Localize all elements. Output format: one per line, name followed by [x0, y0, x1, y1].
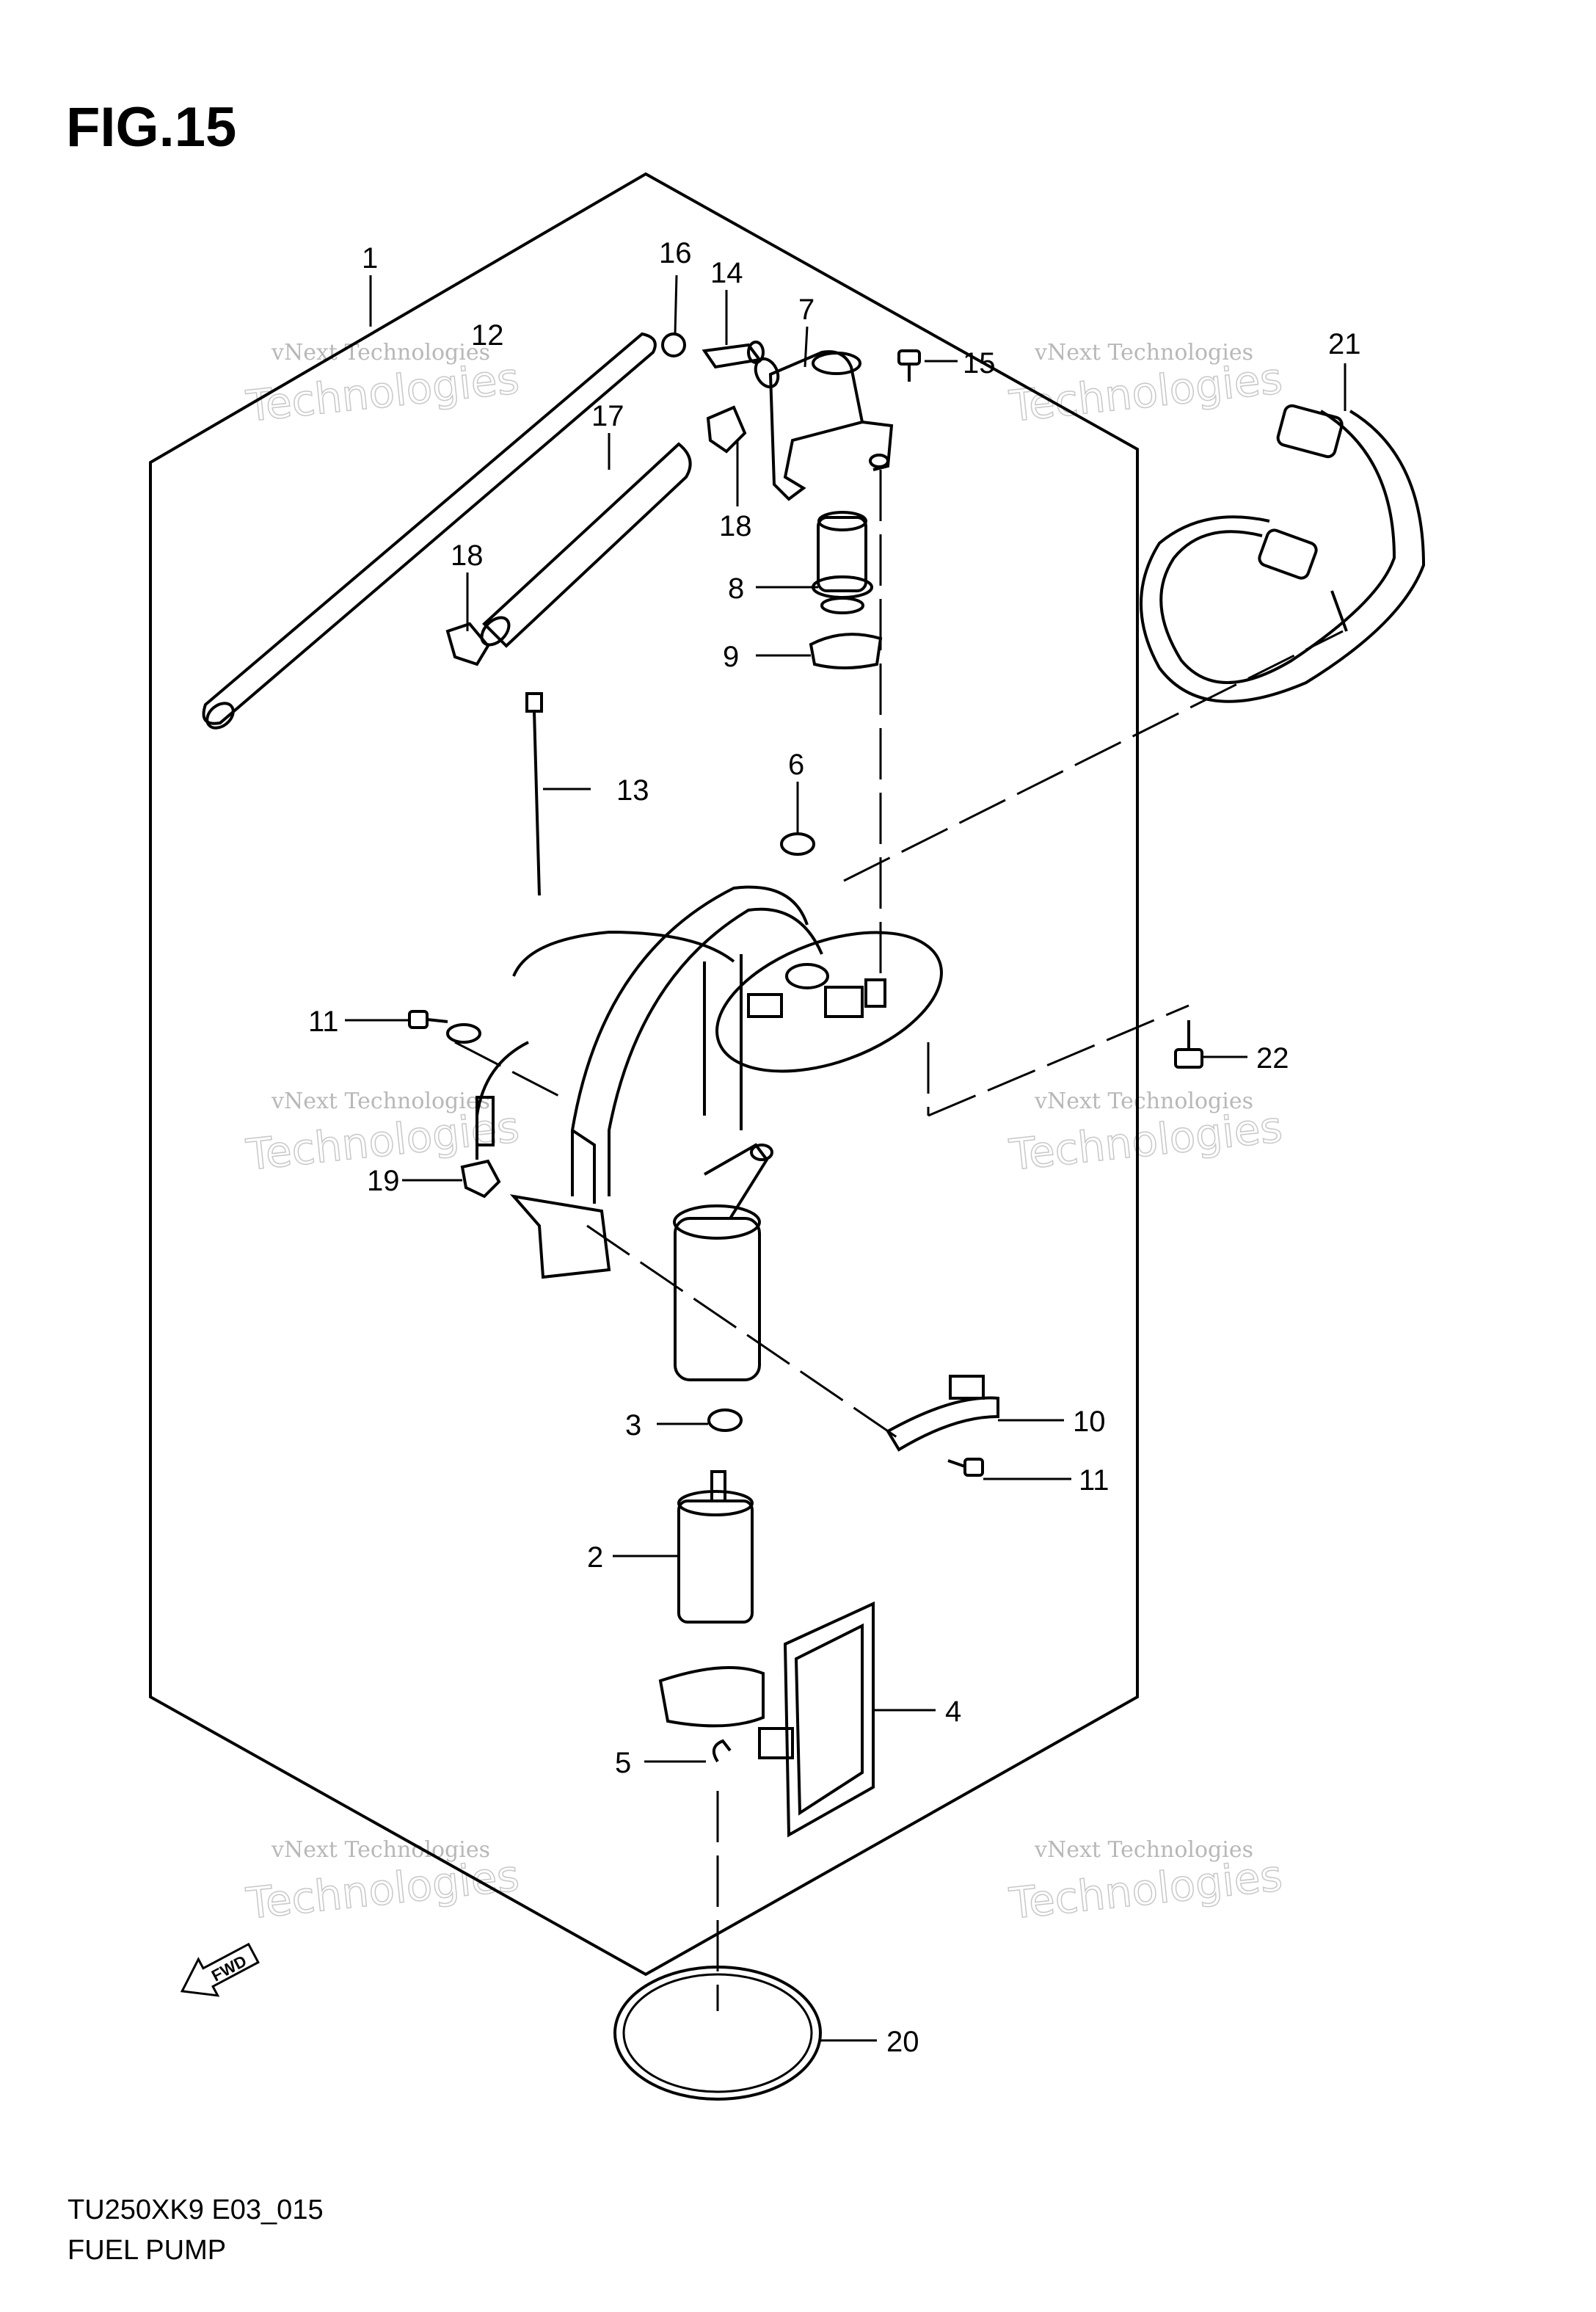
callout-6: 6 [788, 749, 804, 781]
callout-2: 2 [587, 1541, 603, 1574]
part-screw-15 [897, 349, 921, 382]
watermark: vNext Technologies Technologies [243, 340, 522, 432]
callout-18: 18 [451, 539, 484, 572]
callout-5: 5 [615, 1747, 631, 1779]
figure-title: FIG.15 [66, 96, 237, 159]
callout-20: 20 [886, 2026, 919, 2058]
callout-10: 10 [1073, 1406, 1106, 1438]
callout-11: 11 [308, 1006, 339, 1038]
part-bolt-22 [1174, 1020, 1203, 1069]
part-clip-16 [661, 332, 686, 357]
callout-17: 17 [591, 400, 624, 432]
svg-text:vNext Technologies: vNext Technologies [1034, 1088, 1253, 1114]
callout-8: 8 [728, 572, 744, 605]
part-breather-hose [202, 332, 657, 730]
svg-text:vNext Technologies: vNext Technologies [1034, 1837, 1253, 1863]
watermark: vNext Technologies Technologies [1006, 1088, 1285, 1181]
part-valve-7 [754, 350, 894, 501]
callout-numbers: 1 12 16 14 7 15 21 17 18 8 18 9 13 6 11 … [308, 237, 1361, 2058]
part-clamp-18b [706, 405, 747, 454]
callout-7: 7 [798, 294, 815, 326]
part-screw-11b [947, 1458, 984, 1477]
svg-text:vNext Technologies: vNext Technologies [271, 1837, 490, 1863]
part-o-ring-6 [780, 832, 815, 856]
callout-3: 3 [625, 1409, 641, 1442]
svg-text:vNext Technologies: vNext Technologies [271, 1088, 490, 1114]
part-fuel-hose-21 [1140, 404, 1426, 703]
callout-16: 16 [659, 237, 692, 269]
svg-text:vNext Technologies: vNext Technologies [271, 340, 490, 366]
svg-text:vNext Technologies: vNext Technologies [1034, 340, 1253, 366]
callout-22: 22 [1256, 1042, 1289, 1075]
part-pump-holder [658, 1666, 765, 1728]
watermark: vNext Technologies Technologies [1006, 340, 1285, 432]
part-pump-housing [673, 1143, 773, 1381]
callout-19: 19 [367, 1165, 400, 1197]
diagram-name: FUEL PUMP [68, 2235, 227, 2266]
part-cable-tie-13 [525, 692, 543, 896]
part-filter-4 [758, 1601, 875, 1838]
part-gasket-20-inner [622, 1973, 813, 2093]
callout-12: 12 [471, 319, 504, 352]
callout-14: 14 [710, 257, 743, 289]
part-fuel-pump-2 [677, 1470, 754, 1624]
part-band-10 [886, 1375, 999, 1452]
part-joint-14 [702, 341, 765, 369]
callout-15: 15 [963, 347, 996, 379]
callout-21: 21 [1328, 328, 1361, 360]
watermark: vNext Technologies Technologies [1006, 1837, 1285, 1930]
part-clip-5 [712, 1739, 732, 1763]
callout-18b: 18 [719, 510, 752, 542]
part-screw-11 [408, 1010, 481, 1044]
callout-13: 13 [616, 774, 649, 807]
callout-11b: 11 [1079, 1464, 1109, 1497]
callout-4: 4 [945, 1695, 961, 1728]
part-clamp-19 [460, 1159, 501, 1199]
part-o-ring-3 [707, 1408, 743, 1432]
part-pump-plate [475, 885, 943, 1279]
part-clamp-18 [445, 622, 490, 666]
assembly-boundary [149, 172, 1139, 1977]
callout-1: 1 [362, 242, 378, 275]
diagram-code: TU250XK9 E03_015 [68, 2195, 324, 2225]
leader-lines [345, 275, 1347, 2042]
callout-9: 9 [723, 641, 739, 673]
assembly-lines [454, 470, 1344, 2011]
fwd-arrow-icon: FWD [180, 1942, 260, 1997]
part-clip-9 [809, 633, 883, 669]
part-regulator-8 [812, 511, 873, 614]
